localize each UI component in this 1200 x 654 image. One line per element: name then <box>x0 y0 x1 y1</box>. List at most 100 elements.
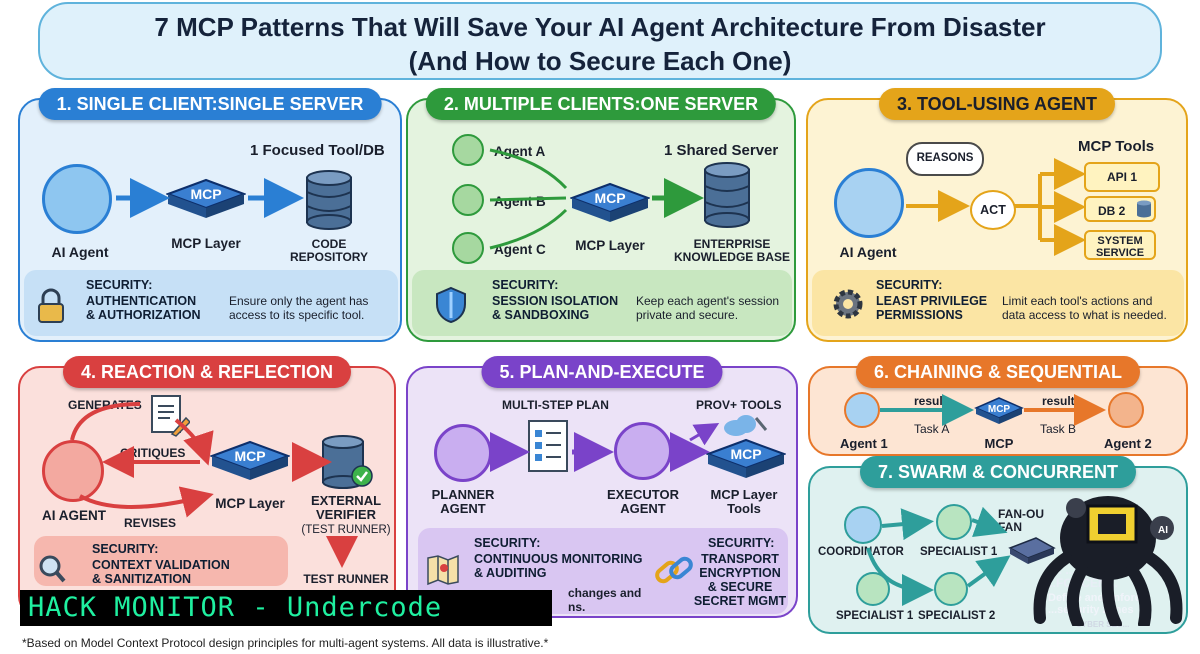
security-desc-2: Keep each agent's session private and se… <box>636 294 780 322</box>
security-title-3: LEAST PRIVILEGE PERMISSIONS <box>876 294 988 322</box>
result-2-label: result <box>1042 394 1075 408</box>
security-box-1: SECURITY: AUTHENTICATION & AUTHORIZATION… <box>24 270 398 336</box>
footnote: *Based on Model Context Protocol design … <box>22 636 549 650</box>
act-circle: ACT <box>970 190 1016 230</box>
multi-step-plan-label: MULTI-STEP PLAN <box>502 398 609 412</box>
verifier-database-icon <box>320 434 374 490</box>
svg-text:MCP: MCP <box>730 446 761 462</box>
security-label-5b: SECURITY: <box>708 536 775 550</box>
security-desc-5a: changes and ns. <box>568 586 642 614</box>
panel-multiple-clients: 2. MULTIPLE CLIENTS:ONE SERVER Agent A A… <box>406 88 796 342</box>
security-box-4: SECURITY: CONTEXT VALIDATION & SANITIZAT… <box>34 536 288 586</box>
mcp-layer-label: MCP Layer <box>171 236 241 251</box>
code-repository-label: CODE REPOSITORY <box>289 237 369 264</box>
specialist-top-label: SPECIALIST 1 <box>920 546 998 558</box>
specialist-b2-label: SPECIALIST 2 <box>918 610 996 622</box>
mcp-icon-6: MCP <box>974 396 1024 426</box>
focused-tool-label: 1 Focused Tool/DB <box>250 142 385 159</box>
result-1-label: result <box>914 394 947 408</box>
panel-single-client: 1. SINGLE CLIENT:SINGLE SERVER 1 Focused… <box>18 88 402 342</box>
knowledge-base-label: ENTERPRISE KNOWLEDGE BASE <box>673 237 790 264</box>
security-label-4: SECURITY: <box>92 542 159 556</box>
security-box-2: SECURITY: SESSION ISOLATION & SANDBOXING… <box>412 270 792 336</box>
panel-chaining-sequential: 6. CHAINING & SEQUENTIAL Agent 1 result … <box>808 356 1188 456</box>
security-title-4: CONTEXT VALIDATION & SANITIZATION <box>92 558 230 586</box>
panel-2-header: 2. MULTIPLE CLIENTS:ONE SERVER <box>425 88 777 120</box>
title-line-2: (And How to Secure Each One) <box>408 46 792 76</box>
mcp-layer-icon: MCP <box>165 176 247 220</box>
knowledge-base-database-icon <box>702 162 752 228</box>
cloud-tools-icon <box>718 412 768 438</box>
mcp-label-6: MCP <box>984 436 1014 451</box>
agent-2-robot-icon <box>1108 392 1144 428</box>
magnifier-icon <box>38 554 66 584</box>
mcp-layer-icon-2: MCP <box>569 180 651 224</box>
mcp-layer-label-2: MCP Layer <box>575 238 645 253</box>
tool-api-1: API 1 <box>1084 162 1160 192</box>
verifier-sub-label: (TEST RUNNER) <box>301 524 391 536</box>
title-line-1: 7 MCP Patterns That Will Save Your AI Ag… <box>154 12 1046 42</box>
checklist-icon <box>526 418 572 476</box>
agent-b-label: Agent B <box>494 194 546 209</box>
security-label-2: SECURITY: <box>492 278 559 292</box>
ai-agent-robot-icon-3 <box>834 168 904 238</box>
agent-a-robot-icon <box>452 134 484 166</box>
panel-reaction-reflection: 4. REACTION & REFLECTION GENERATES CRITI… <box>18 356 396 618</box>
map-icon <box>426 554 460 586</box>
panel-plan-execute: 5. PLAN-AND-EXECUTE MULTI-STEP PLAN PROV… <box>406 356 798 618</box>
agent-a-label: Agent A <box>494 144 546 159</box>
agent-2-label: Agent 2 <box>1104 436 1152 451</box>
tool-db-2-cylinder-icon <box>1136 200 1152 218</box>
security-label-5a: SECURITY: <box>474 536 541 550</box>
brand-text: CYBER SEC... <box>1076 620 1130 629</box>
security-box-3: SECURITY: LEAST PRIVILEGE PERMISSIONS Li… <box>812 270 1184 336</box>
agent-1-robot-icon <box>844 392 880 428</box>
specialist-top-robot-icon <box>936 504 972 540</box>
mcp-layer-icon-4: MCP <box>209 438 291 482</box>
server-box-icon <box>1006 536 1056 566</box>
ai-agent-label: AI Agent <box>51 244 109 260</box>
hack-monitor-watermark: HACK MONITOR - Undercode <box>20 590 552 626</box>
ai-agent-label-3: AI Agent <box>839 244 897 260</box>
shared-server-label: 1 Shared Server <box>664 142 779 159</box>
panel-3-header: 3. TOOL-USING AGENT <box>878 88 1116 120</box>
planner-agent-label: PLANNER AGENT <box>431 487 495 516</box>
gear-icon <box>830 286 866 322</box>
agent-c-robot-icon <box>452 232 484 264</box>
tool-system-service: SYSTEM SERVICE <box>1084 230 1156 260</box>
security-label-1: SECURITY: <box>86 278 153 292</box>
panel-6-header: 6. CHAINING & SEQUENTIAL <box>855 356 1141 388</box>
panel-7-header: 7. SWARM & CONCURRENT <box>859 456 1137 488</box>
ai-agent-robot-icon-4 <box>42 440 104 502</box>
chain-link-icon <box>654 552 694 588</box>
task-b-label: Task B <box>1040 422 1077 436</box>
task-a-label: Task A <box>914 422 950 436</box>
octopus-hacker-icon: AI <box>1026 478 1188 630</box>
lock-icon <box>34 288 68 324</box>
title-banner: 7 MCP Patterns That Will Save Your AI Ag… <box>38 2 1162 80</box>
coordinator-label: COORDINATOR <box>818 546 904 558</box>
agent-1-label: Agent 1 <box>840 436 888 451</box>
shield-icon <box>434 286 468 324</box>
mcp-layer-label-4: MCP Layer <box>215 496 285 511</box>
planner-robot-icon <box>434 424 492 482</box>
mcp-layer-icon-5: MCP <box>705 436 787 480</box>
svg-text:AI: AI <box>1158 525 1168 536</box>
panel-tool-using-agent: 3. TOOL-USING AGENT REASONS AI Agent ACT… <box>806 88 1188 342</box>
generates-label: GENERATES <box>68 398 142 412</box>
security-desc-1: Ensure only the agent has access to its … <box>229 294 369 322</box>
security-label-3: SECURITY: <box>876 278 943 292</box>
mcp-layer-tools-label: MCP Layer Tools <box>710 487 778 516</box>
specialist-b1-robot-icon <box>856 572 890 606</box>
security-desc-3: Limit each tool's actions and data acces… <box>1002 294 1167 322</box>
security-title-1: AUTHENTICATION & AUTHORIZATION <box>86 294 201 322</box>
svg-text:MCP: MCP <box>988 404 1011 415</box>
svg-text:MCP: MCP <box>234 448 265 464</box>
external-verifier-label: EXTERNAL VERIFIER <box>310 493 382 522</box>
test-runner-label: TEST RUNNER <box>303 572 389 586</box>
code-repository-database-icon <box>304 170 354 230</box>
ai-agent-robot-icon <box>42 164 112 234</box>
mcp-badge-text: MCP <box>190 186 221 202</box>
security-title-5a: CONTINUOUS MONITORING & AUDITING <box>474 552 643 580</box>
panel-1-header: 1. SINGLE CLIENT:SINGLE SERVER <box>38 88 382 120</box>
